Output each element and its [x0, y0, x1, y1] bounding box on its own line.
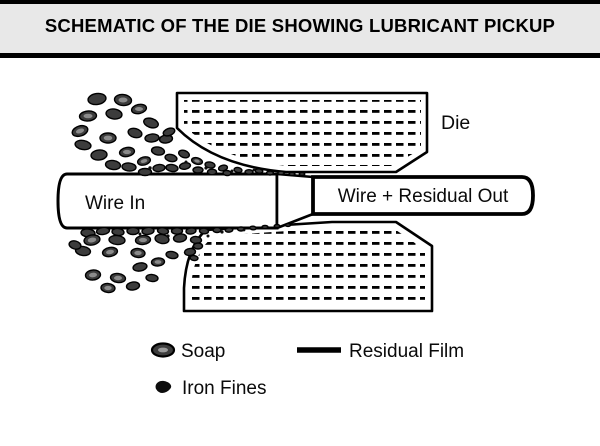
die-label: Die [441, 112, 470, 134]
iron-fines-legend-icon [155, 380, 172, 393]
top-black-bar [0, 0, 600, 4]
schematic-diagram: Wire In Wire + Residual Out Die Soap Res… [56, 91, 535, 399]
page-title: SCHEMATIC OF THE DIE SHOWING LUBRICANT P… [44, 14, 556, 36]
lower-die-block [182, 220, 434, 313]
wire-in-label: Wire In [85, 193, 145, 214]
header-band: SCHEMATIC OF THE DIE SHOWING LUBRICANT P… [0, 4, 600, 53]
soap-cluster-lower [68, 222, 292, 294]
legend: Soap Residual Film Iron Fines [150, 341, 464, 399]
wire-out-body [311, 175, 535, 216]
wire-in-body [56, 172, 279, 230]
upper-die-block [175, 91, 429, 174]
soap-legend-icon [150, 342, 176, 358]
residual-film-legend-label: Residual Film [349, 341, 464, 362]
iron-fines-legend-label: Iron Fines [182, 378, 266, 399]
wire-out-label: Wire + Residual Out [338, 186, 509, 207]
title-divider-rule [0, 53, 600, 58]
soap-legend-label: Soap [181, 341, 225, 362]
soap-cluster-upper [71, 92, 306, 177]
wire-taper [275, 172, 315, 230]
